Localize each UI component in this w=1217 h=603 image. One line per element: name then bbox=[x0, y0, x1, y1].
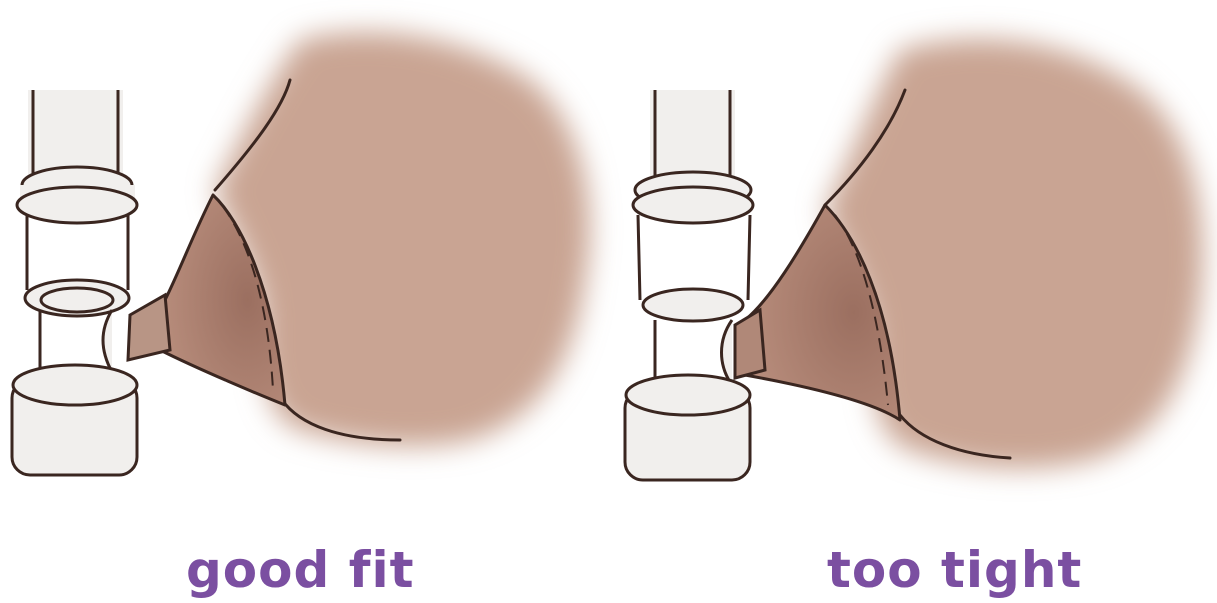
pump-body-right bbox=[625, 90, 753, 480]
panel-too-tight bbox=[625, 39, 1203, 480]
panel-good-fit bbox=[12, 32, 590, 475]
flange-tunnel-right bbox=[735, 310, 765, 378]
caption-good-fit: good fit bbox=[186, 540, 376, 600]
flange-tunnel-left bbox=[128, 295, 170, 360]
caption-too-tight: too tight bbox=[827, 540, 1042, 600]
pump-body-left bbox=[12, 90, 137, 475]
